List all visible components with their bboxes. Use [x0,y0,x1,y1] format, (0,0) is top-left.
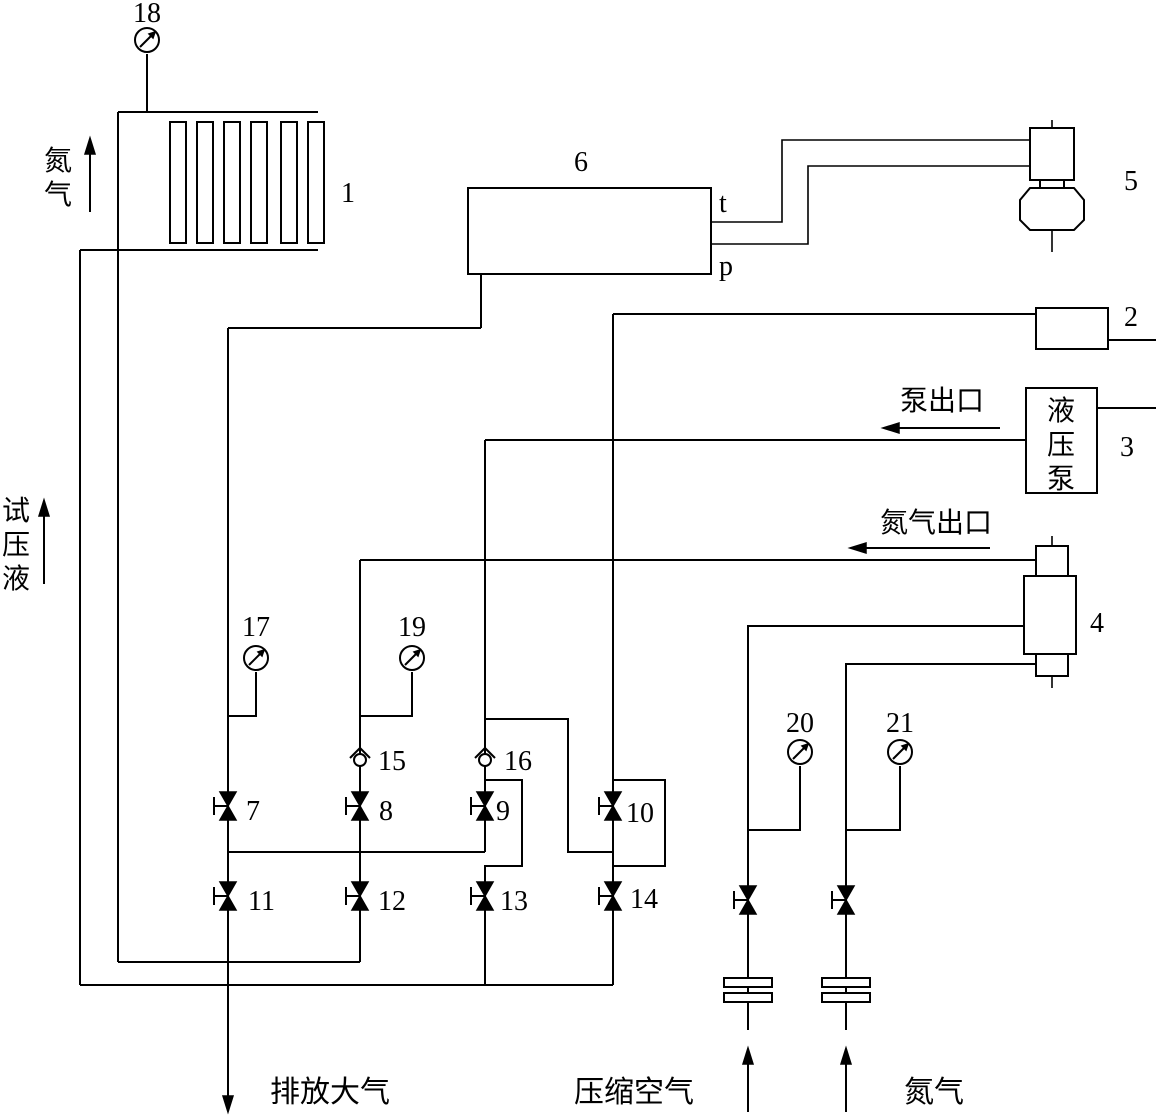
label-6: 6 [574,147,588,178]
label-3: 3 [1120,432,1134,463]
gas-booster [1023,545,1077,677]
hydraulic-pump-box [1025,387,1098,494]
pressure-gauge-17-icon [243,645,269,671]
valve-14-icon [598,881,622,911]
label-17: 17 [242,612,270,643]
label-13: 13 [500,886,528,917]
nitrogen-outlet-label: 氮气出口 [880,506,992,539]
valve-13-icon [470,881,494,911]
nitrogen-cylinder-bank [169,121,325,244]
valve-9-icon [470,791,494,821]
test-fluid-label-char-3: 液 [2,562,30,595]
label-8: 8 [379,796,393,827]
label-20: 20 [786,708,814,739]
label-21: 21 [886,708,914,739]
test-fluid-label-char-2: 压 [2,528,30,561]
label-10: 10 [626,798,654,829]
component-numbers: 18 1 6 t p 5 2 3 4 17 19 15 16 7 8 9 10 … [133,0,1138,917]
test-fluid-label-char-1: 试 [2,494,30,527]
label-11: 11 [248,886,275,917]
valve-12-icon [345,881,369,911]
valve-10-icon [598,791,622,821]
label-16: 16 [504,746,532,777]
pump-outlet-label: 泵出口 [900,384,984,417]
flow-arrows [37,135,1000,1115]
nitrogen-label-char-2: 气 [44,178,72,211]
valve-11-icon [213,881,237,911]
label-1: 1 [341,178,355,209]
valve-8-icon [345,791,369,821]
pressure-gauge-18-icon [134,27,160,53]
label-18: 18 [133,0,161,29]
label-14: 14 [630,884,658,915]
label-2: 2 [1124,302,1138,333]
piping [79,54,1156,1098]
pressure-gauge-21-icon [887,739,913,765]
vent-atmosphere-label: 排放大气 [270,1075,390,1110]
label-9: 9 [496,796,510,827]
nitrogen-inlet-label: 氮气 [904,1075,964,1110]
valve-7-icon [213,791,237,821]
pressure-gauge-20-icon [787,739,813,765]
pump-label-char-3: 泵 [1047,462,1075,495]
compressed-air-label: 压缩空气 [574,1075,694,1110]
sensor-box [1035,307,1109,350]
pump-label-char-1: 液 [1047,394,1075,427]
nitrogen-inlet-valve-icon [831,885,855,915]
label-19: 19 [398,612,426,643]
pump-label-char-2: 压 [1047,428,1075,461]
nitrogen-label-char-1: 氮 [44,144,72,177]
label-5: 5 [1124,166,1138,197]
recorder-box [467,187,712,275]
annotation-text: 氮 气 试 压 液 液 压 泵 泵出口 氮气出口 排放大气 压缩空气 氮气 [2,144,1075,1110]
motor-unit [1019,127,1085,231]
label-4: 4 [1090,608,1104,639]
label-15: 15 [378,746,406,777]
pressure-gauge-19-icon [399,645,425,671]
air-inlet-valve-icon [733,885,757,915]
label-t: t [719,188,727,219]
label-12: 12 [378,886,406,917]
label-7: 7 [246,796,260,827]
label-p: p [719,251,733,282]
